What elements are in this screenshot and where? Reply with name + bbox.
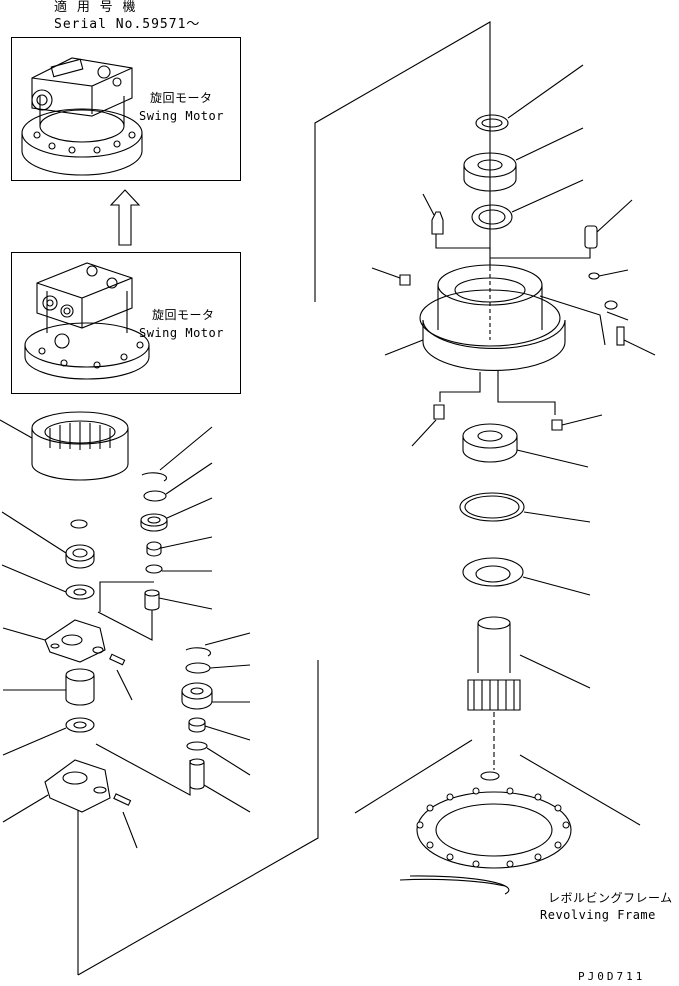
serial-number-label: Serial No.59571～ — [54, 17, 201, 32]
upgrade-arrow-icon — [109, 189, 141, 246]
swing-motor-new-illustration — [21, 57, 143, 176]
drawing-code: PJ0D711 — [578, 970, 646, 983]
new-motor-label-jp: 旋回モータ — [150, 91, 213, 105]
swing-motor-old-illustration — [24, 262, 150, 380]
old-motor-label-jp: 旋回モータ — [152, 308, 215, 322]
old-motor-label-en: Swing Motor — [139, 326, 224, 340]
applicable-serial-heading-jp: 適 用 号 機 — [54, 0, 137, 15]
old-swing-motor-box: 旋回モータ Swing Motor — [11, 252, 241, 394]
new-swing-motor-box: 旋回モータ Swing Motor — [11, 37, 241, 181]
new-motor-label-en: Swing Motor — [139, 109, 224, 123]
revolving-frame-label-en: Revolving Frame — [540, 908, 656, 922]
revolving-frame-label-jp: レボルビングフレーム — [548, 891, 673, 905]
